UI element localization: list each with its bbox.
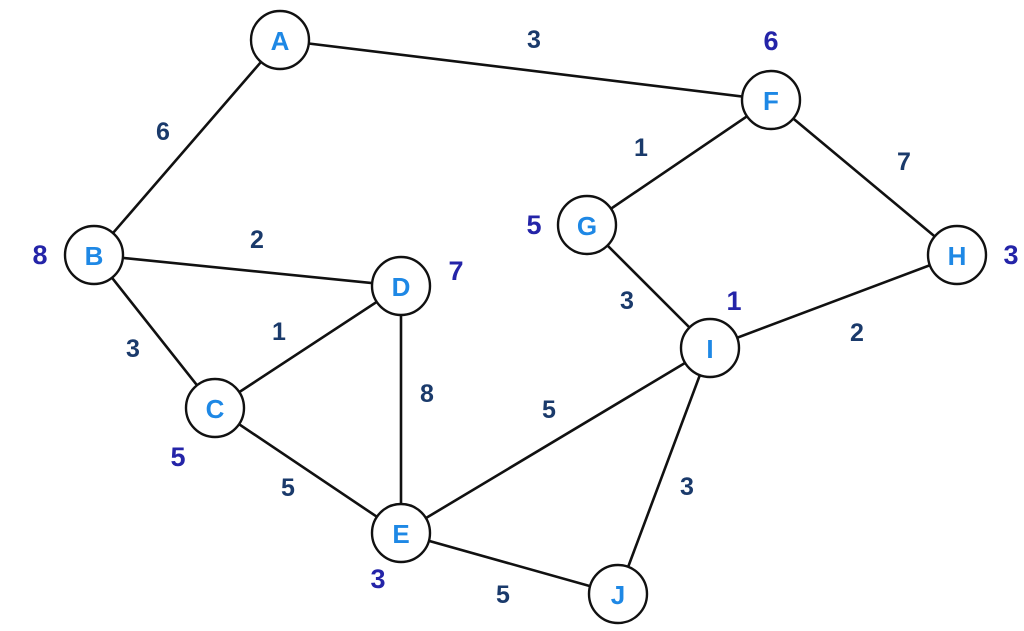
node-circle-j [587, 563, 649, 625]
edge-a-f [278, 38, 773, 102]
nodes-layer: A B C D E F G H I J [63, 9, 988, 625]
edge-weight-f-h: 7 [897, 148, 911, 176]
node-label-g: G [577, 211, 597, 241]
node-value-g: 5 [526, 210, 541, 240]
node-h: H [926, 224, 988, 286]
node-circle-a [249, 9, 311, 71]
edge-weight-h-i: 2 [850, 319, 864, 347]
node-circle-b [63, 224, 125, 286]
edge-c-e [213, 406, 403, 535]
node-circle-i [679, 317, 741, 379]
node-circle-g [556, 194, 618, 256]
node-d: D [370, 255, 432, 317]
node-circle-c [184, 377, 246, 439]
edge-weight-a-b: 6 [156, 118, 170, 146]
node-label-a: A [271, 26, 290, 56]
edge-a-b [92, 38, 282, 257]
node-label-h: H [948, 241, 967, 271]
node-j: J [587, 563, 649, 625]
edge-b-c [92, 253, 217, 410]
edge-weight-i-j: 3 [680, 473, 694, 501]
node-value-e: 3 [370, 564, 385, 594]
node-b: B [63, 224, 125, 286]
edge-weight-c-e: 5 [281, 474, 295, 502]
node-values-layer: 8 5 7 3 6 5 3 1 [32, 26, 1018, 594]
node-label-i: I [706, 334, 713, 364]
edge-h-i [708, 253, 959, 350]
node-a: A [249, 9, 311, 71]
edge-i-e [399, 346, 712, 535]
edge-weight-i-e: 5 [542, 396, 556, 424]
node-value-f: 6 [763, 26, 778, 56]
node-circle-f [740, 69, 802, 131]
node-label-f: F [763, 86, 779, 116]
node-f: F [740, 69, 802, 131]
node-circle-e [370, 502, 432, 564]
edge-weight-e-j: 5 [496, 581, 510, 609]
node-value-h: 3 [1003, 240, 1018, 270]
edges-layer [92, 38, 959, 596]
edge-weight-d-e: 8 [420, 380, 434, 408]
node-g: G [556, 194, 618, 256]
edge-c-d [213, 284, 403, 410]
edge-weight-c-d: 1 [272, 318, 286, 346]
node-c: C [184, 377, 246, 439]
edge-weight-b-c: 3 [126, 335, 140, 363]
edge-e-j [399, 531, 620, 596]
node-value-i: 1 [726, 286, 741, 316]
edge-weight-g-i: 3 [620, 287, 634, 315]
node-value-b: 8 [32, 240, 47, 270]
node-label-c: C [206, 394, 225, 424]
edge-weight-a-f: 3 [527, 26, 541, 54]
node-value-c: 5 [170, 442, 185, 472]
edge-b-d [92, 253, 403, 288]
node-value-d: 7 [448, 256, 463, 286]
node-label-j: J [611, 580, 625, 610]
node-circle-d [370, 255, 432, 317]
node-circle-h [926, 224, 988, 286]
edge-f-g [585, 98, 773, 227]
edge-f-h [769, 98, 959, 257]
node-i: I [679, 317, 741, 379]
node-label-d: D [392, 272, 411, 302]
node-label-b: B [85, 241, 104, 271]
edge-weight-f-g: 1 [634, 134, 648, 162]
edge-weight-b-d: 2 [250, 226, 264, 254]
node-e: E [370, 502, 432, 564]
edge-i-j [616, 346, 712, 596]
node-label-e: E [392, 519, 409, 549]
